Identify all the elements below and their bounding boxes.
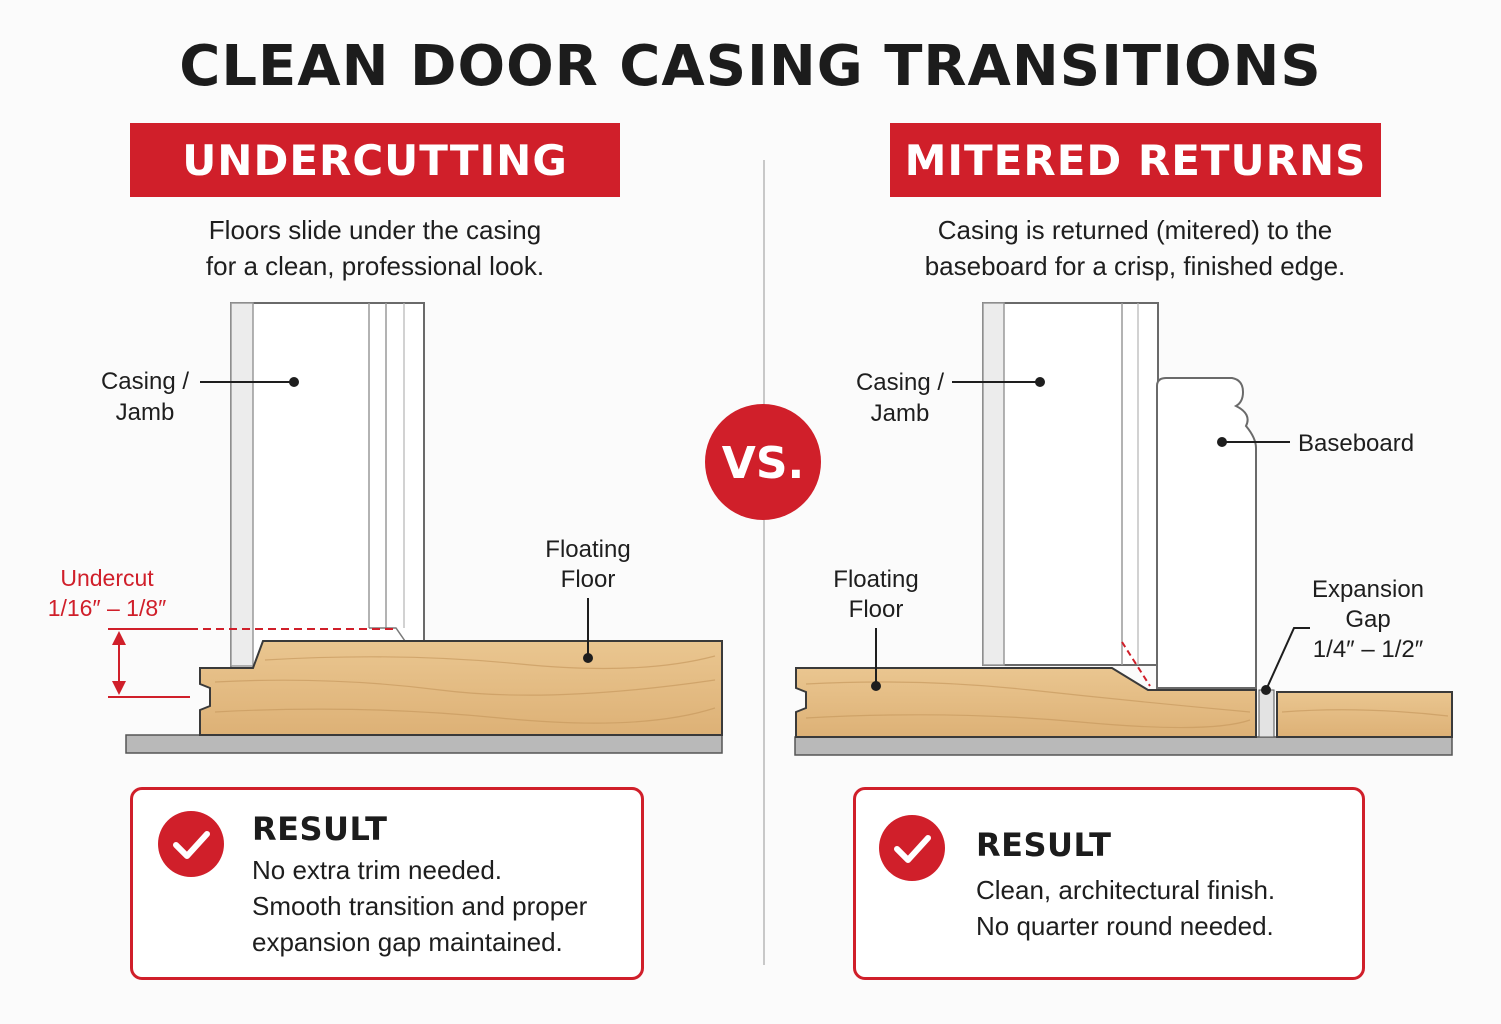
expansion-gap [1258, 689, 1275, 738]
floating-floor-label: Floor [849, 596, 904, 623]
arrow-down-icon [112, 681, 126, 695]
baseboard-label: Baseboard [1298, 430, 1414, 457]
leader-dot [1217, 437, 1227, 447]
result-title: RESULT [252, 810, 388, 848]
baseboard [1156, 377, 1257, 689]
result-line: Smooth transition and proper [252, 891, 588, 921]
leader-dot [583, 653, 593, 663]
casing-jamb-label: Jamb [871, 400, 930, 427]
result-text: Clean, architectural finish. No quarter … [976, 872, 1275, 944]
leader-dot [1035, 377, 1045, 387]
casing-jamb-label: Casing / [856, 369, 944, 396]
undercutting-diagram: Casing / Jamb Floating Floor Undercut 1/… [48, 302, 723, 754]
leader-dot [871, 681, 881, 691]
description-line: Floors slide under the casing [208, 215, 542, 245]
check-circle-icon [879, 815, 945, 881]
vs-label: VS. [722, 438, 804, 489]
miter-line [1121, 641, 1151, 687]
leader-dot [1261, 685, 1271, 695]
undercut-label: 1/16″ – 1/8″ [48, 595, 167, 621]
result-line: No quarter round needed. [976, 911, 1274, 941]
casing-jamb [982, 302, 1159, 666]
vs-badge: VS. [705, 404, 821, 520]
subfloor [794, 736, 1453, 756]
mitered-returns-heading: MITERED RETURNS [890, 123, 1381, 197]
subfloor [125, 734, 723, 754]
arrow-up-icon [112, 631, 126, 645]
floor-piece-right [1276, 691, 1453, 738]
undercutting-heading: UNDERCUTTING [130, 123, 620, 197]
expansion-gap-label: Expansion [1312, 576, 1424, 603]
check-circle-icon [158, 811, 224, 877]
result-box-undercutting: RESULT No extra trim needed. Smooth tran… [130, 787, 644, 980]
undercutting-description: Floors slide under the casing for a clea… [130, 212, 620, 284]
description-line: Casing is returned (mitered) to the [937, 215, 1333, 245]
description-line: baseboard for a crisp, finished edge. [924, 251, 1346, 281]
casing-jamb-label: Jamb [116, 399, 175, 426]
leader-dot [289, 377, 299, 387]
casing-jamb [230, 302, 425, 670]
result-line: Clean, architectural finish. [976, 875, 1276, 905]
result-line: expansion gap maintained. [252, 927, 563, 957]
page-title: CLEAN DOOR CASING TRANSITIONS [179, 34, 1322, 99]
floating-floor-label: Floor [561, 566, 616, 593]
floating-floor-label: Floating [833, 566, 918, 593]
undercut-label: Undercut [60, 565, 154, 591]
result-text: No extra trim needed. Smooth transition … [252, 852, 587, 960]
casing-jamb-label: Casing / [101, 368, 189, 395]
mitered-returns-diagram: Casing / Jamb Baseboard Floating Floor E… [794, 302, 1453, 756]
result-title: RESULT [976, 826, 1112, 864]
description-line: for a clean, professional look. [205, 251, 545, 281]
result-line: No extra trim needed. [252, 855, 503, 885]
result-box-mitered-returns: RESULT Clean, architectural finish. No q… [853, 787, 1365, 980]
mitered-returns-description: Casing is returned (mitered) to the base… [880, 212, 1390, 284]
expansion-gap-label: Gap [1345, 606, 1390, 633]
floating-floor-plank [795, 667, 1257, 738]
expansion-gap-label: 1/4″ – 1/2″ [1313, 636, 1424, 663]
floating-floor-plank [199, 640, 723, 736]
floating-floor-label: Floating [545, 536, 630, 563]
